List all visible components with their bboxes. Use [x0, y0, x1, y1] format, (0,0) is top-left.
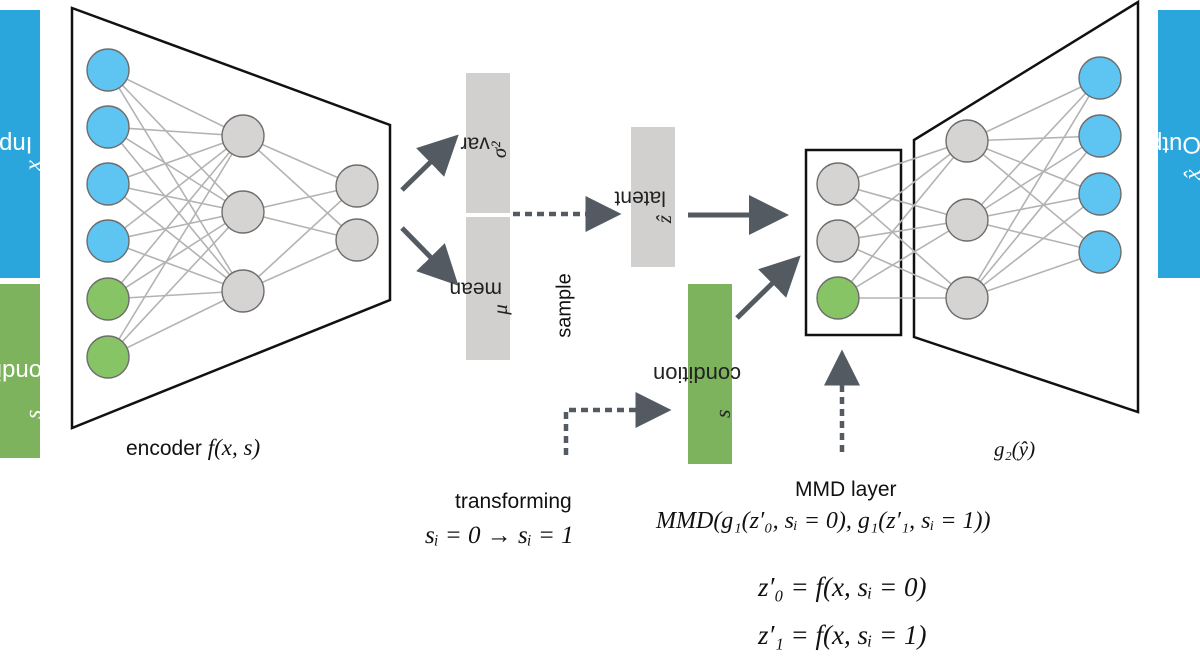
mean-symbol: μ: [487, 304, 512, 315]
hidden-node: [945, 276, 989, 320]
mean-box: mean μ: [449, 217, 512, 360]
mean-label: mean: [449, 277, 502, 301]
network-edge: [107, 126, 244, 292]
mmd-formula: MMD(g₁(z′₀, sᵢ = 0), g₁(z′₁, sᵢ = 1)): [656, 508, 991, 534]
encoder-label: encoder: [126, 437, 202, 460]
network-edge: [107, 69, 244, 137]
network-nodes: [86, 48, 1122, 379]
input-node: [1078, 172, 1122, 216]
input-node: [1078, 230, 1122, 274]
network-edge: [107, 135, 244, 300]
network-edges: [107, 69, 1101, 358]
network-edge: [966, 135, 1101, 299]
latent-label: latent: [614, 186, 667, 209]
network-edge: [107, 183, 244, 292]
hidden-node: [335, 218, 379, 262]
network-edge: [966, 140, 1101, 253]
mmd-layer-box: [804, 148, 903, 337]
network-edge: [107, 211, 244, 300]
hidden-node: [816, 219, 860, 263]
hidden-node: [221, 114, 265, 158]
network-edge: [966, 193, 1101, 221]
hidden-node: [945, 198, 989, 242]
var-label: var: [460, 132, 491, 155]
condition-node: [86, 335, 130, 379]
hidden-node: [221, 269, 265, 313]
latent-box: latent ẑ: [615, 127, 677, 267]
network-edge: [966, 140, 1101, 195]
network-edge: [837, 240, 968, 299]
input-side-label: Input x: [0, 10, 47, 278]
network-edge: [107, 135, 244, 358]
network-edge: [966, 251, 1101, 299]
latent-symbol: ẑ: [652, 214, 677, 223]
sample-label: sample: [553, 272, 576, 338]
network-edge: [107, 135, 244, 242]
network-edge: [107, 290, 244, 300]
network-edge: [966, 135, 1101, 142]
var-symbol: σ²: [487, 140, 512, 158]
network-edge: [107, 240, 244, 292]
arrow-condition-to-mmd: [735, 255, 801, 320]
network-edge: [107, 211, 244, 242]
network-edge: [966, 135, 1101, 221]
transforming-label: transforming: [455, 490, 572, 513]
condition-node: [86, 277, 130, 321]
network-edge: [837, 140, 968, 299]
arrow-to-mean: [400, 226, 459, 286]
hidden-node: [221, 190, 265, 234]
network-edge: [837, 219, 968, 242]
condition-box-label: condition: [652, 362, 742, 387]
network-edge: [837, 183, 968, 299]
network-edge: [837, 183, 968, 221]
network-edge: [242, 135, 358, 241]
network-edge: [107, 183, 244, 213]
network-edge: [966, 77, 1101, 142]
input-node: [1078, 56, 1122, 100]
encoder-trapezoid: [70, 6, 392, 430]
equation-z1: z′₁ = f(x, sᵢ = 1): [758, 620, 927, 650]
network-edge: [837, 140, 968, 185]
network-edge: [242, 185, 358, 292]
hidden-node: [945, 119, 989, 163]
network-edge: [107, 211, 244, 358]
network-edge: [107, 69, 244, 292]
input-node: [1078, 114, 1122, 158]
condition-node: [816, 276, 860, 320]
mmd-layer-label: MMD layer: [795, 478, 897, 501]
condition-box-symbol: s: [710, 409, 736, 419]
decoder-func: g₂(ŷ): [994, 437, 1036, 461]
network-edge: [107, 126, 244, 137]
equation-z0: z′₀ = f(x, sᵢ = 0): [758, 572, 927, 602]
condition-side-label: condition s: [0, 284, 54, 458]
network-edge: [966, 193, 1101, 299]
network-edge: [837, 140, 968, 242]
condition-box: condition s: [653, 284, 741, 464]
network-edge: [107, 69, 244, 213]
arrow-to-var: [400, 134, 459, 192]
network-edge: [966, 77, 1101, 299]
dotted-arrow-transform: [563, 392, 672, 455]
input-node: [86, 162, 130, 206]
network-edge: [837, 219, 968, 299]
network-edge: [107, 290, 244, 358]
network-edge: [107, 126, 244, 213]
input-node: [86, 105, 130, 149]
transform-formula: sᵢ = 0 → sᵢ = 1: [425, 522, 574, 549]
input-node: [86, 48, 130, 92]
network-edge: [966, 219, 1101, 253]
encoder-func: f(x, s): [207, 435, 261, 460]
var-box: var σ²: [461, 73, 512, 213]
encoder-caption: encoder f(x, s): [126, 435, 260, 461]
hidden-node: [816, 162, 860, 206]
decoder-trapezoid: [912, 0, 1140, 414]
output-side-label: Output x̂: [1129, 10, 1200, 278]
input-node: [86, 219, 130, 263]
network-edge: [966, 77, 1101, 221]
hidden-node: [335, 164, 379, 208]
network-edge: [107, 135, 244, 185]
sample-label-wrap: sample: [548, 265, 582, 345]
